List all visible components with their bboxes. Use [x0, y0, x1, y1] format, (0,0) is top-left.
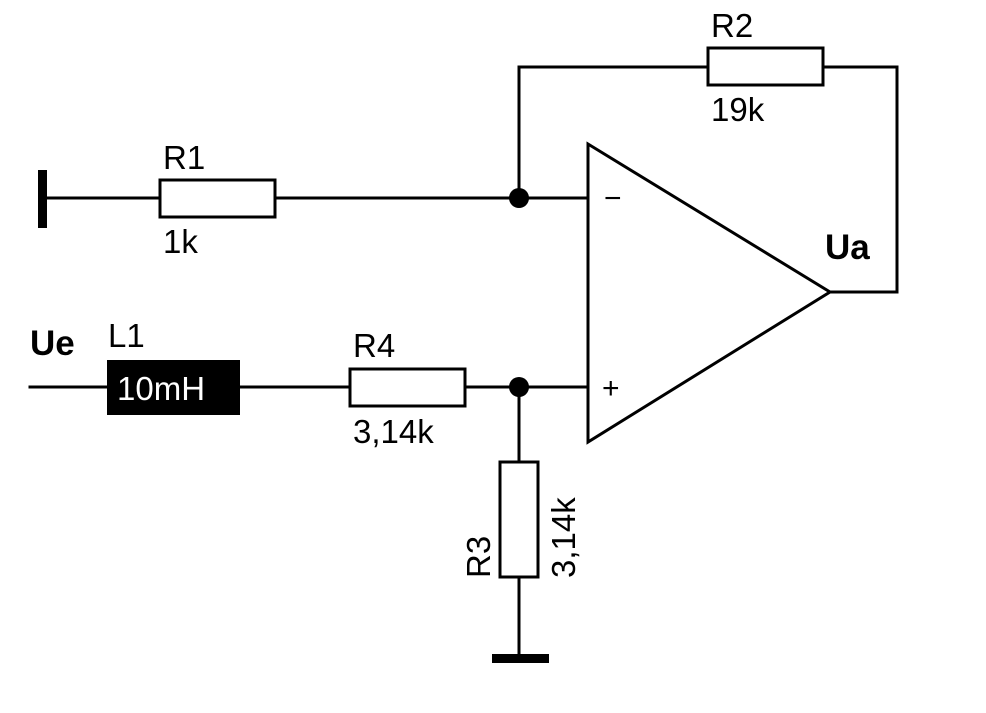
- resistor-r3: [498, 460, 540, 579]
- r3-value-label: 3,14k: [545, 497, 582, 578]
- opamp-triangle: [586, 141, 833, 445]
- output-port-label: Ua: [825, 228, 870, 267]
- resistor-r1: [158, 178, 277, 219]
- r4-value-label: 3,14k: [353, 413, 434, 450]
- r4-name-label: R4: [353, 327, 395, 364]
- opamp-inverting-sign: −: [604, 182, 622, 215]
- input-port-label: Ue: [30, 324, 75, 363]
- r1-value-label: 1k: [163, 223, 198, 260]
- l1-value-label: 10mH: [117, 370, 205, 407]
- inductor-l1: [107, 360, 240, 415]
- resistor-r4: [348, 367, 467, 408]
- ground-symbol-bottom: [492, 654, 549, 663]
- l1-name-label: L1: [108, 317, 145, 354]
- opamp-noninverting-sign: +: [602, 372, 620, 405]
- resistor-r2: [706, 46, 825, 87]
- r2-value-label: 19k: [711, 91, 765, 128]
- r1-name-label: R1: [163, 139, 205, 176]
- r2-name-label: R2: [711, 7, 753, 44]
- r3-name-label: R3: [460, 536, 497, 578]
